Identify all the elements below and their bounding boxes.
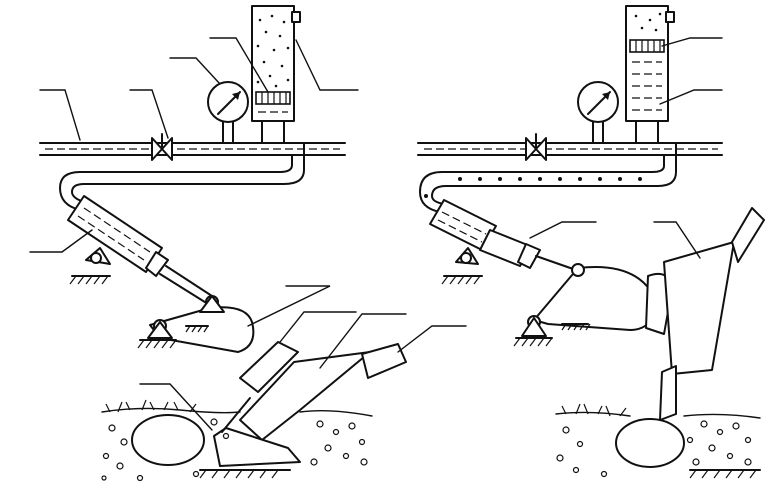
left-panel xyxy=(29,5,467,482)
right-plough-body-icon xyxy=(645,207,765,421)
right-main-pipe xyxy=(417,142,723,156)
left-stone-icon xyxy=(131,414,205,466)
right-valve-icon xyxy=(525,133,547,161)
left-leader-lines xyxy=(29,37,467,431)
left-main-pipe xyxy=(39,142,346,156)
right-cylinder-pivot-icon xyxy=(441,247,483,285)
left-soil xyxy=(101,399,373,482)
left-cylinder-pivot-icon xyxy=(69,247,111,285)
left-frame xyxy=(137,295,255,353)
right-accumulator-icon xyxy=(625,5,675,144)
left-hydraulic-cylinder-icon xyxy=(67,195,213,305)
right-hose xyxy=(419,142,677,213)
right-pressure-gauge-icon xyxy=(577,81,619,144)
left-hose xyxy=(59,142,305,211)
left-valve-icon xyxy=(151,133,173,161)
right-panel xyxy=(417,5,765,479)
right-frame xyxy=(513,263,657,347)
right-leader-lines xyxy=(529,37,723,259)
right-hydraulic-cylinder-icon xyxy=(429,199,577,271)
right-stone-icon xyxy=(615,418,685,468)
right-soil xyxy=(555,403,761,479)
left-plough-body-icon xyxy=(213,341,407,467)
left-accumulator-icon xyxy=(251,5,301,144)
left-pressure-gauge-icon xyxy=(207,81,249,144)
